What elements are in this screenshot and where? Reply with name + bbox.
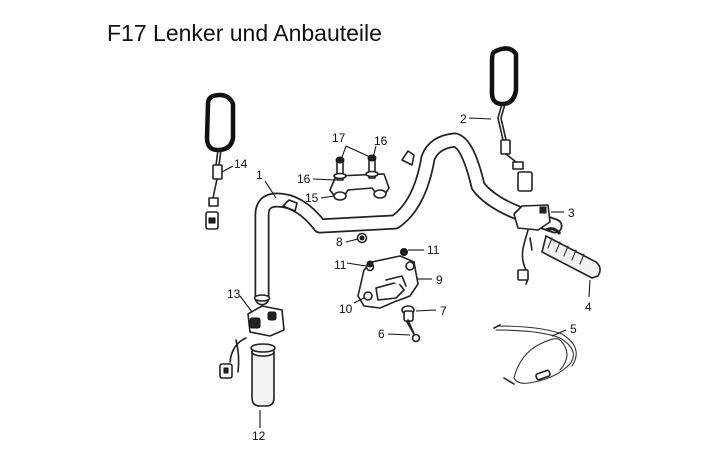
callout-17: 17 [332, 131, 346, 145]
left-switch-and-grip [219, 305, 285, 407]
callout-12: 12 [252, 429, 266, 443]
callout-6: 6 [378, 327, 385, 341]
callout-9: 9 [436, 273, 443, 287]
callout-15: 15 [305, 191, 319, 205]
callout-11-left: 11 [334, 258, 347, 272]
right-switch-and-grip [513, 204, 601, 285]
callout-2: 2 [460, 112, 467, 126]
callout-3: 3 [568, 206, 575, 220]
throttle-cable [493, 324, 577, 385]
left-mirror [204, 92, 236, 230]
callout-1: 1 [256, 168, 263, 182]
callout-5: 5 [570, 322, 577, 336]
leader-lines [221, 117, 591, 428]
callout-10: 10 [339, 302, 353, 316]
callout-7: 7 [440, 304, 447, 318]
callout-labels: 1 2 3 4 5 6 7 8 9 10 11 11 12 13 14 15 1… [227, 112, 592, 443]
diagram-title: F17 Lenker und Anbauteile [107, 20, 382, 46]
handlebar [253, 132, 563, 306]
callout-14: 14 [234, 157, 248, 171]
callout-11-right: 11 [427, 243, 440, 257]
callout-16-left: 16 [297, 172, 311, 186]
lower-clamp [356, 232, 421, 343]
callout-4: 4 [585, 300, 592, 314]
right-mirror [489, 46, 533, 192]
callout-13: 13 [227, 287, 241, 301]
upper-clamp [329, 154, 390, 201]
callout-8: 8 [336, 235, 343, 249]
callout-16-right: 16 [374, 134, 388, 148]
